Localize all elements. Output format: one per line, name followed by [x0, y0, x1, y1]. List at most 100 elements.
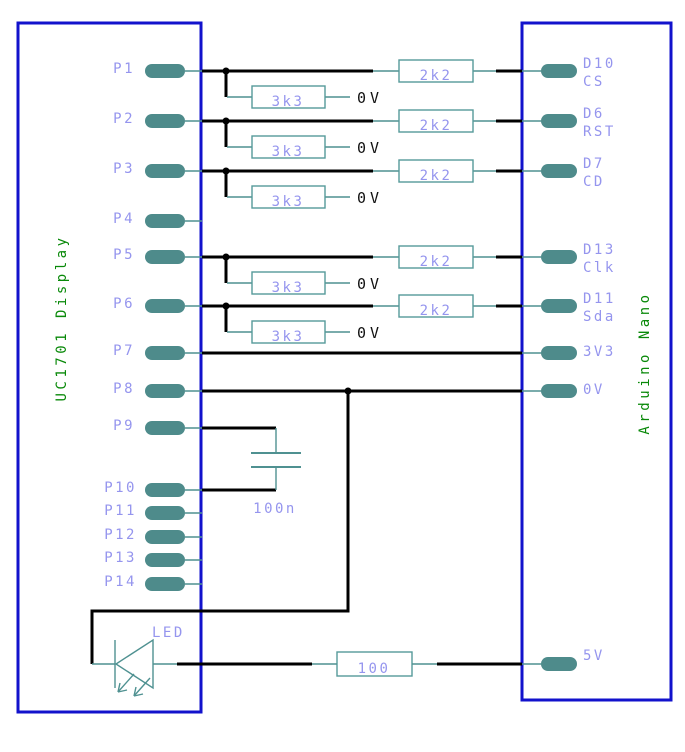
resistor-value-2k2: 2k2 [420, 68, 453, 84]
uc1701-module-title: UC1701 Display [54, 234, 70, 401]
resistor-3k3-2 [251, 135, 326, 159]
pin-label-clk: Clk [583, 260, 616, 276]
pad-5v [541, 657, 577, 671]
pad-p8 [145, 384, 185, 398]
pin-label-cd: CD [583, 174, 605, 190]
resistor-value-2k2: 2k2 [420, 168, 453, 184]
pad-p10 [145, 483, 185, 497]
pin-label-p13: P13 [104, 550, 137, 566]
arduino-pin-labels: D10 CS D6 RST D7 CD D13 Clk D11 Sda 3V3 … [583, 56, 616, 664]
component-symbols [92, 59, 541, 697]
pad-d10 [541, 64, 577, 78]
uc1701-pads [145, 64, 185, 591]
pad-p7 [145, 346, 185, 360]
pin-label-d7: D7 [583, 156, 605, 172]
junction-dots [222, 67, 352, 395]
junction-dot [344, 387, 352, 395]
led-label: LED [152, 625, 185, 641]
arduino-module-title: Arduino Nano [637, 291, 653, 434]
resistor-value-2k2: 2k2 [420, 254, 453, 270]
uc1701-pin-labels: P1 P2 P3 P4 P5 P6 P7 P8 P9 P10 P11 P12 P… [104, 61, 137, 590]
ground-label-0v: 0V [357, 139, 383, 157]
pin-label-d11: D11 [583, 291, 616, 307]
pad-p1 [145, 64, 185, 78]
resistor-value-3k3: 3k3 [272, 280, 305, 296]
pin-label-p6: P6 [113, 296, 135, 312]
pin-label-p10: P10 [104, 480, 137, 496]
ground-label-0v: 0V [357, 324, 383, 342]
resistor-value-3k3: 3k3 [272, 194, 305, 210]
pad-0v [541, 384, 577, 398]
pin-label-p7: P7 [113, 343, 135, 359]
resistor-value-2k2: 2k2 [420, 118, 453, 134]
pin-label-cs: CS [583, 74, 605, 90]
pin-label-p3: P3 [113, 161, 135, 177]
pad-p13 [145, 553, 185, 567]
pin-label-p12: P12 [104, 527, 137, 543]
led-arrow-2-head-b [133, 693, 144, 697]
junction-dot [222, 167, 230, 175]
resistor-value-3k3: 3k3 [272, 329, 305, 345]
pin-label-p9: P9 [113, 418, 135, 434]
junction-dot [222, 117, 230, 125]
component-value-labels: 2k2 2k2 2k2 2k2 2k2 3k3 3k3 3k3 3k3 3k3 … [152, 68, 453, 677]
arduino-pads [541, 64, 577, 671]
uc1701-module-box [16, 21, 203, 714]
pad-p3 [145, 164, 185, 178]
pad-p2 [145, 114, 185, 128]
pin-label-3v3: 3V3 [583, 344, 616, 360]
junction-dot [222, 302, 230, 310]
pin-label-p2: P2 [113, 111, 135, 127]
pin-label-p4: P4 [113, 211, 135, 227]
pin-label-p11: P11 [104, 503, 137, 519]
pad-d11 [541, 299, 577, 313]
resistor-value-3k3: 3k3 [272, 94, 305, 110]
pad-p6 [145, 299, 185, 313]
resistor-value-3k3: 3k3 [272, 144, 305, 160]
resistor-3k3-3 [251, 185, 326, 209]
pin-label-p1: P1 [113, 61, 135, 77]
led-arrow-1-head-a [117, 682, 121, 693]
capacitor-value-100n: 100n [253, 501, 297, 517]
ground-label-0v: 0V [357, 189, 383, 207]
resistor-3k3-5 [251, 320, 326, 344]
pad-p12 [145, 530, 185, 544]
led-arrow-1-head-b [117, 689, 128, 693]
pin-label-d10: D10 [583, 56, 616, 72]
pin-label-p8: P8 [113, 381, 135, 397]
pad-d13 [541, 250, 577, 264]
pin-label-p5: P5 [113, 247, 135, 263]
junction-dot [222, 253, 230, 261]
resistor-3k3-1 [251, 85, 326, 109]
resistor-3k3-4 [251, 271, 326, 295]
led-arrow-2 [133, 677, 151, 697]
arduino-module-box [520, 21, 673, 702]
resistor-2k2-3 [398, 159, 474, 183]
resistor-value-100: 100 [358, 661, 391, 677]
resistor-2k2-2 [398, 109, 474, 133]
resistor-2k2-4 [398, 245, 474, 269]
pad-p11 [145, 506, 185, 520]
pin-label-d13: D13 [583, 242, 616, 258]
junction-dot [222, 67, 230, 75]
black-wires [90, 69, 522, 666]
pad-3v3 [541, 346, 577, 360]
led-arrow-1 [117, 673, 135, 693]
pin-label-sda: Sda [583, 309, 616, 325]
pad-d7 [541, 164, 577, 178]
pin-label-0v-pin: 0V [583, 382, 605, 398]
pad-p14 [145, 577, 185, 591]
resistor-2k2-1 [398, 59, 474, 83]
pin-label-d6: D6 [583, 106, 605, 122]
pin-label-5v: 5V [583, 648, 605, 664]
pin-label-rst: RST [583, 124, 616, 140]
led-arrow-2-head-a [133, 686, 137, 697]
pin-label-p14: P14 [104, 574, 137, 590]
pad-p9 [145, 421, 185, 435]
ground-label-0v: 0V [357, 275, 383, 293]
pad-p4 [145, 214, 185, 228]
pad-d6 [541, 114, 577, 128]
pad-p5 [145, 250, 185, 264]
